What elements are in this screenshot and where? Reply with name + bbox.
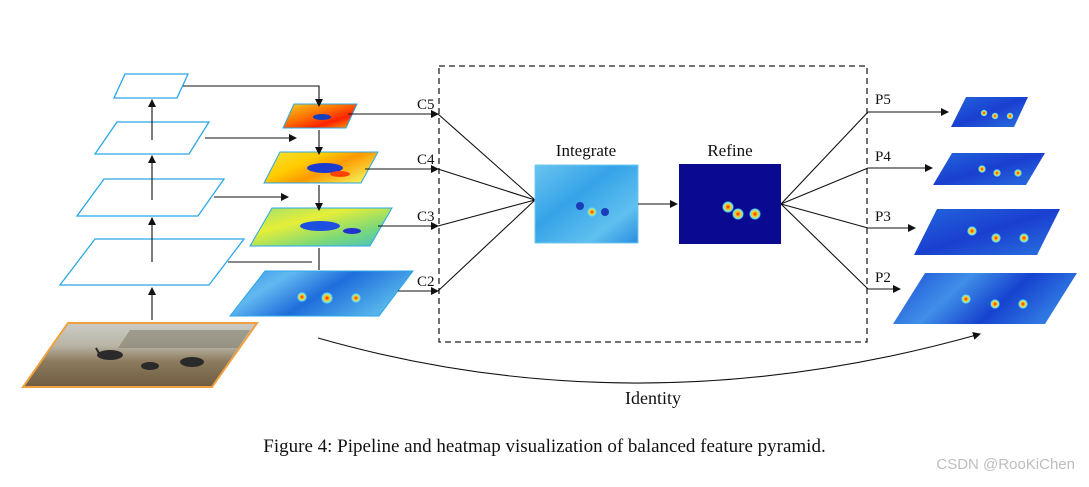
label-c3: C3: [417, 209, 435, 225]
input-image: [21, 322, 259, 388]
refine-heatmap: [679, 164, 781, 244]
label-identity: Identity: [625, 388, 681, 408]
label-p4: P4: [875, 149, 891, 165]
heatmap-c2: [228, 270, 415, 317]
bfp-dashed-box: [438, 65, 868, 343]
pyramid-level-1: [112, 73, 190, 99]
heatmap-p5: [951, 97, 1028, 127]
pyramid-level-4: [58, 238, 246, 286]
label-c4: C4: [417, 152, 435, 168]
heatmap-c3: [249, 207, 393, 247]
watermark: CSDN @RooKiChen: [936, 456, 1075, 473]
heatmap-p3: [914, 209, 1060, 255]
label-c2: C2: [417, 274, 435, 290]
figure-caption: Figure 4: Pipeline and heatmap visualiza…: [263, 436, 826, 457]
backbone-pyramid: [58, 73, 246, 286]
heatmap-c4: [263, 151, 379, 184]
label-p3: P3: [875, 209, 891, 225]
heatmap-c5: [282, 103, 358, 129]
heatmap-p2: [893, 273, 1077, 324]
heatmap-p4: [933, 153, 1045, 185]
label-p2: P2: [875, 270, 891, 286]
label-c5: C5: [417, 97, 435, 113]
identity-arrow: [317, 332, 981, 384]
integrate-heatmap: [534, 164, 639, 244]
label-p5: P5: [875, 92, 891, 108]
pyramid-level-3: [75, 178, 226, 217]
label-refine: Refine: [707, 141, 752, 160]
pyramid-level-2: [93, 121, 211, 155]
label-integrate: Integrate: [556, 141, 616, 160]
